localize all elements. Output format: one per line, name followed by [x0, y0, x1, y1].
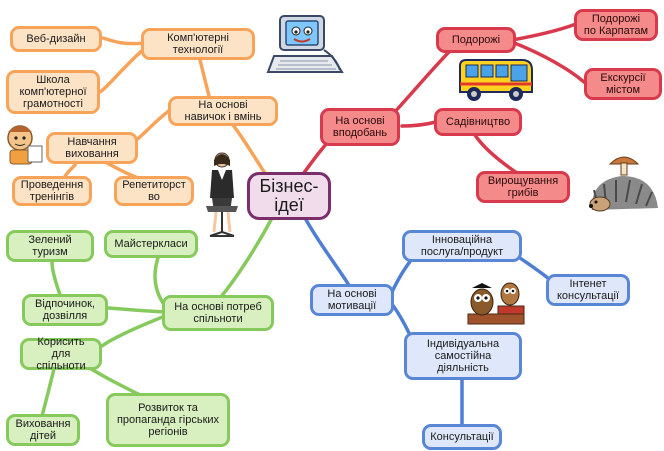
bus-icon: [459, 59, 533, 101]
topic-community-benefit[interactable]: Корисить для спільноти: [20, 336, 102, 372]
topic-individual-activity[interactable]: Індивідуальна самостійна діяльність: [404, 332, 522, 380]
topic-carpathian-travel[interactable]: Подорожі по Карпатам: [574, 9, 658, 41]
topic-green-tourism[interactable]: Зелений туризм: [6, 230, 94, 262]
hedgehog-mushroom-icon: [589, 156, 658, 212]
topic-conducting-trainings[interactable]: Проведення тренінгів: [12, 176, 92, 206]
branch-community-needs[interactable]: На основі потреб спільноти: [162, 295, 274, 331]
topic-workshops[interactable]: Майстеркласи: [104, 230, 198, 258]
topic-tutoring[interactable]: Репетиторст во: [114, 176, 194, 206]
topic-mushroom-growing[interactable]: Вирощування грибів: [476, 171, 570, 203]
owls-icon: [467, 282, 525, 325]
student-icon: [7, 125, 43, 165]
branch-motivation[interactable]: На основі мотивації: [310, 284, 394, 316]
topic-innovative-product[interactable]: Інноваційна послуга/продукт: [402, 230, 522, 262]
businesswoman-icon: [206, 152, 238, 237]
topic-internet-consulting[interactable]: Інтенет консультації: [546, 274, 630, 306]
topic-consulting[interactable]: Консультації: [422, 424, 502, 450]
topic-childcare[interactable]: Виховання дітей: [6, 414, 80, 446]
branch-skills[interactable]: На основі навичок і вмінь: [168, 96, 278, 126]
topic-mountain-regions-development[interactable]: Розвиток та пропаганда гірських регіонів: [106, 393, 230, 447]
central-topic[interactable]: Бізнес- ідеї: [247, 172, 331, 220]
topic-computer-technologies[interactable]: Комп'ютерні технології: [141, 28, 255, 60]
topic-gardening[interactable]: Садівництво: [434, 108, 522, 136]
topic-training-education[interactable]: Навчання виховання: [46, 132, 138, 164]
topic-computer-literacy-school[interactable]: Школа комп'ютерної грамотності: [6, 70, 100, 114]
topic-city-tours[interactable]: Екскурсії містом: [584, 68, 662, 100]
topic-web-design[interactable]: Веб-дизайн: [10, 26, 102, 52]
topic-travel[interactable]: Подорожі: [436, 27, 516, 53]
branch-hobbies[interactable]: На основі вподобань: [320, 108, 400, 146]
computer-icon: [266, 15, 344, 73]
topic-leisure[interactable]: Відпочинок, дозвілля: [22, 294, 108, 326]
